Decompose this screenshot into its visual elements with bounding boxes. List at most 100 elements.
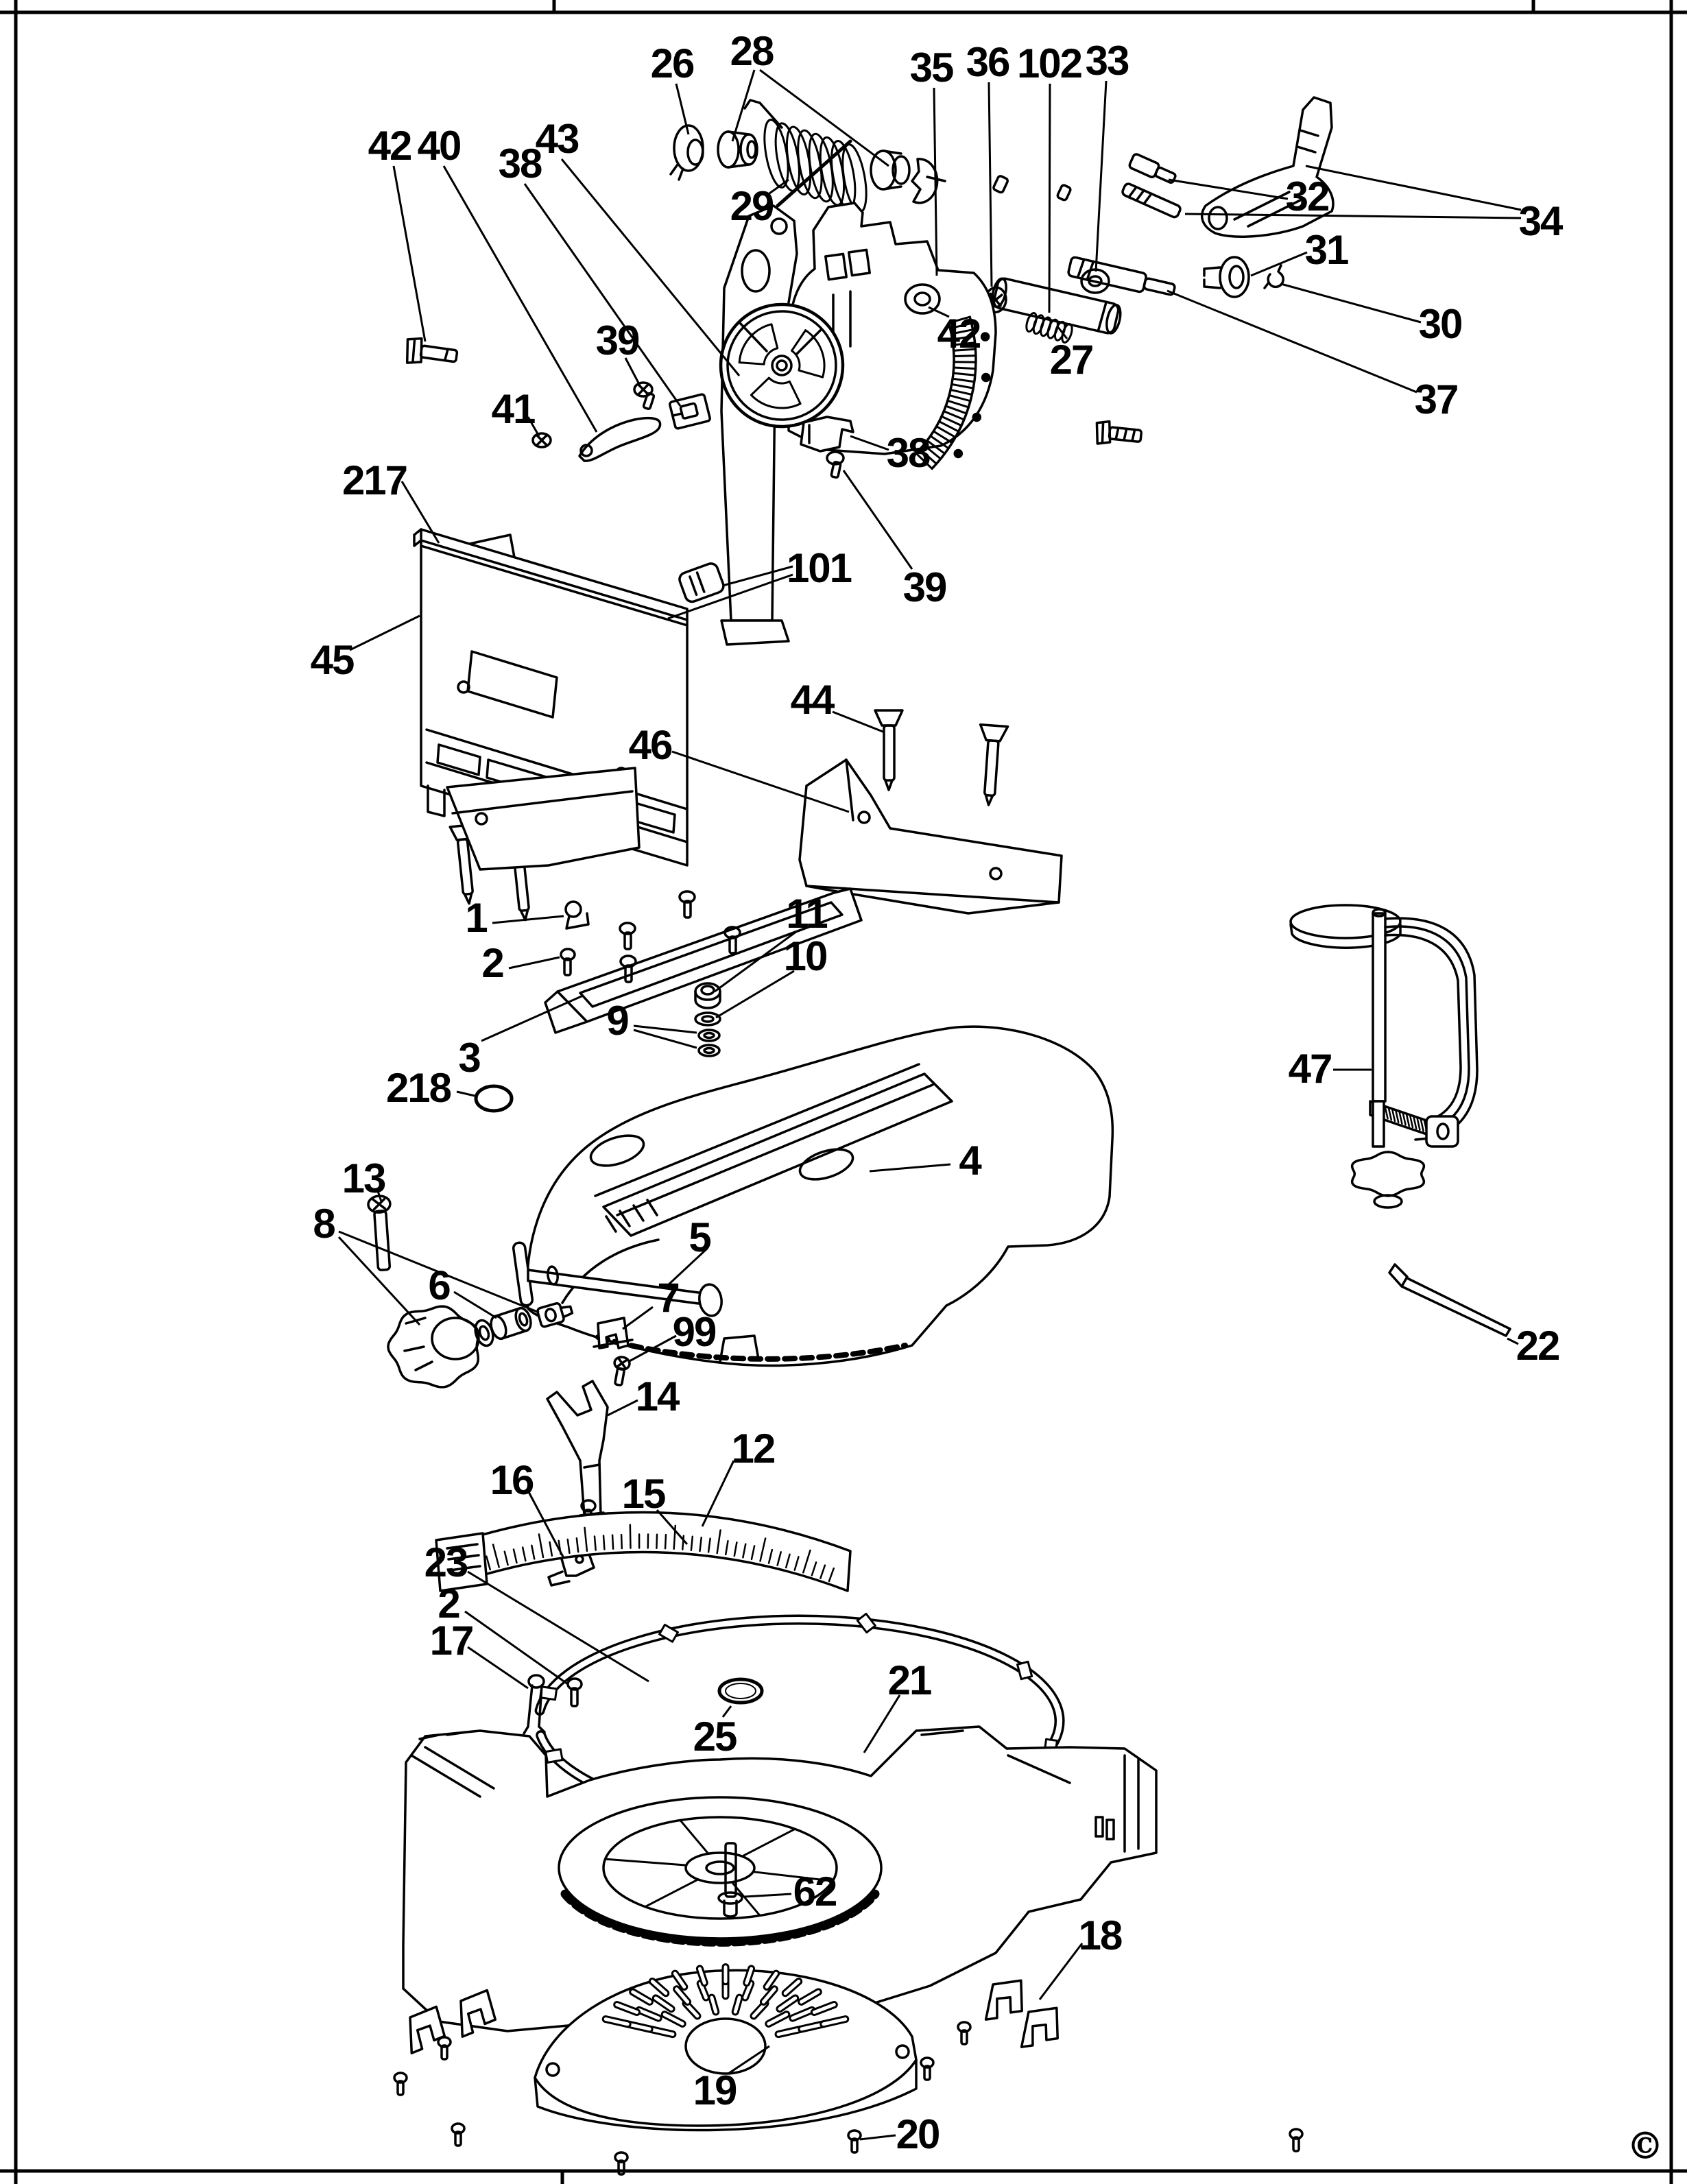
leader-17 — [467, 1646, 529, 1690]
leader-15 — [656, 1509, 689, 1545]
part-plate-38 — [669, 393, 711, 430]
part-hex-key-22 — [1388, 1263, 1511, 1337]
part-label-101: 101 — [787, 545, 852, 591]
part-label-42b: 42 — [937, 311, 981, 357]
leader-8-1 — [337, 1236, 421, 1326]
leader-26 — [675, 83, 690, 135]
part-cap-101 — [678, 562, 725, 603]
part-label-36: 36 — [966, 39, 1009, 85]
leader-16 — [527, 1490, 565, 1559]
part-grill-19 — [534, 1963, 918, 2132]
part-label-46: 46 — [629, 722, 672, 768]
leader-25 — [721, 1705, 732, 1718]
part-label-29: 29 — [730, 183, 774, 229]
part-label-3: 3 — [458, 1035, 480, 1081]
part-bushing-28-right — [870, 149, 911, 191]
part-label-44: 44 — [791, 677, 835, 723]
leader-102 — [1048, 83, 1051, 313]
part-label-102: 102 — [1017, 40, 1081, 86]
leader-40 — [442, 165, 598, 433]
part-screw-2-lower — [566, 1677, 583, 1707]
leader-39b — [842, 470, 913, 570]
leader-18 — [1038, 1943, 1084, 2000]
part-lever-40 — [578, 417, 662, 462]
part-bracket-18-b — [459, 1989, 497, 2038]
leader-27 — [1056, 326, 1068, 339]
part-screw-39 — [633, 381, 656, 410]
part-pin-small-right — [1056, 184, 1072, 202]
part-label-33: 33 — [1086, 38, 1129, 84]
leader-13 — [376, 1188, 383, 1202]
part-screws-20 — [393, 2021, 1304, 2176]
part-label-6: 6 — [428, 1262, 450, 1308]
part-handle-34 — [1201, 96, 1335, 238]
part-label-11: 11 — [786, 891, 827, 937]
part-bracket-18-c — [984, 1979, 1023, 2021]
leader-5 — [665, 1247, 709, 1288]
leader-41 — [527, 416, 540, 437]
part-oring-218 — [474, 1084, 514, 1113]
leader-12 — [701, 1460, 735, 1527]
part-label-217: 217 — [342, 457, 407, 503]
part-washer-10 — [694, 1011, 721, 1027]
part-coupler-8 — [536, 1302, 574, 1328]
part-label-34: 34 — [1519, 198, 1564, 244]
part-clamp-38-head — [800, 416, 854, 453]
part-fence-plate-46-right — [798, 758, 1063, 915]
part-bracket-18-d — [1020, 2006, 1059, 2048]
part-oring-25 — [717, 1677, 764, 1705]
leader-101 — [722, 565, 793, 587]
part-label-35: 35 — [910, 45, 953, 91]
leader-21 — [863, 1694, 901, 1753]
part-label-26: 26 — [651, 40, 694, 86]
part-label-40: 40 — [418, 123, 461, 169]
part-pin-32 — [1128, 153, 1177, 184]
part-label-4: 4 — [959, 1138, 982, 1184]
part-label-23: 23 — [424, 1539, 468, 1585]
part-bushing-6 — [490, 1306, 532, 1341]
leader-10 — [715, 970, 795, 1019]
leader-46 — [671, 750, 850, 813]
leader-101-1 — [667, 573, 793, 620]
part-washer-42-right — [904, 283, 941, 315]
part-pin-27 — [991, 277, 1122, 335]
part-label-39a: 39 — [596, 317, 639, 363]
leader-4 — [869, 1163, 951, 1173]
leader-38b — [850, 435, 889, 451]
part-label-8: 8 — [313, 1201, 335, 1247]
leader-3 — [481, 994, 584, 1042]
part-label-17: 17 — [430, 1618, 473, 1664]
part-bushing-28-left — [717, 130, 758, 169]
leader-9 — [633, 1024, 697, 1034]
leader-44 — [832, 710, 885, 734]
part-clip-30 — [1263, 264, 1284, 289]
part-label-21: 21 — [888, 1657, 931, 1703]
part-label-14: 14 — [636, 1373, 680, 1419]
part-label-5: 5 — [689, 1214, 710, 1260]
part-label-31: 31 — [1305, 227, 1348, 273]
part-label-32: 32 — [1286, 173, 1329, 219]
leader-36 — [988, 82, 993, 287]
leader-99 — [627, 1334, 677, 1363]
part-label-30: 30 — [1419, 301, 1462, 347]
part-base-21 — [402, 1725, 1158, 2032]
leader-31 — [1250, 251, 1308, 277]
leader-6 — [453, 1291, 497, 1319]
leader-11 — [714, 930, 798, 993]
part-label-38a: 38 — [499, 141, 542, 187]
part-bolt-42 — [405, 337, 459, 364]
part-kerf-screws — [619, 890, 741, 983]
part-screw-99 — [613, 1356, 631, 1387]
part-grommet-26 — [669, 124, 704, 181]
part-fence-plate-46-left — [446, 767, 641, 871]
part-screw-44-left — [874, 709, 904, 791]
part-turntable-4 — [525, 1025, 1114, 1367]
part-label-22: 22 — [1516, 1323, 1559, 1369]
leader-62 — [744, 1893, 792, 1898]
part-label-12: 12 — [732, 1426, 775, 1472]
part-label-45: 45 — [311, 637, 354, 683]
part-screw-41 — [531, 432, 552, 448]
leader-7 — [622, 1306, 654, 1330]
part-kerf-plate-3 — [544, 887, 863, 1034]
part-label-13: 13 — [342, 1155, 385, 1201]
